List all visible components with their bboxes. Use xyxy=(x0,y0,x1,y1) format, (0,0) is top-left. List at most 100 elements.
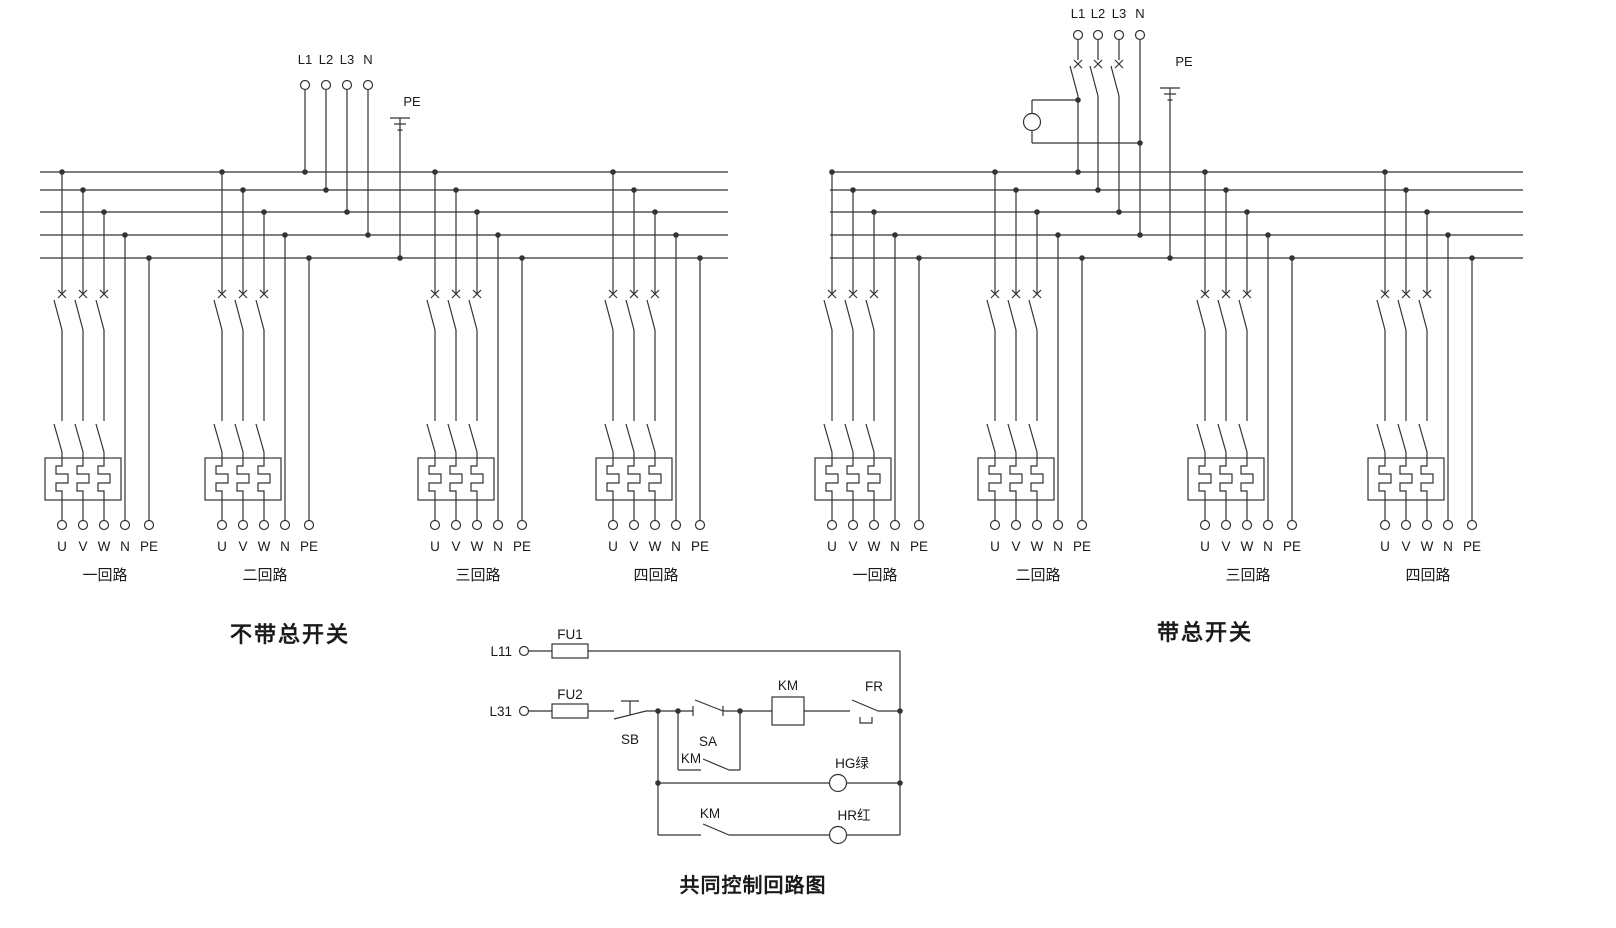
l11-label: L11 xyxy=(490,644,512,659)
feed-terminal-l1 xyxy=(299,79,311,91)
terminal-label: W xyxy=(868,539,881,554)
km-coil-label: KM xyxy=(778,678,798,693)
terminal-label: PE xyxy=(1463,539,1481,554)
terminal-label: N xyxy=(280,539,290,554)
phase-label: L3 xyxy=(1112,6,1126,21)
control-caption: 共同控制回路图 xyxy=(680,873,827,897)
circuit-name: 四回路 xyxy=(1405,567,1450,584)
right-circuit-3 xyxy=(1187,168,1298,531)
phase-label: L2 xyxy=(319,52,333,67)
feed-terminal-l1 xyxy=(1072,29,1084,41)
terminal-label: N xyxy=(890,539,900,554)
feed-terminal-n xyxy=(1134,29,1146,41)
pe-label: PE xyxy=(1175,54,1193,69)
terminal-label: U xyxy=(608,539,618,554)
sa-label: SA xyxy=(699,734,717,749)
terminal-label: U xyxy=(217,539,227,554)
sb-pushbutton-icon xyxy=(613,700,647,720)
feed-wires xyxy=(304,89,410,258)
terminal-label: U xyxy=(1380,539,1390,554)
terminal-label: V xyxy=(238,539,247,554)
right-busbars xyxy=(830,171,1523,259)
control-circuit: L11 L31 FU1 FU2 SB SA KM KM FR HG绿 KM HR… xyxy=(489,627,903,845)
fuse-fu1-icon xyxy=(551,643,589,659)
pe-label: PE xyxy=(403,94,421,109)
fu2-label: FU2 xyxy=(557,687,583,702)
terminal-label: V xyxy=(451,539,460,554)
fr-label: FR xyxy=(865,679,883,694)
right-circuit-2 xyxy=(977,168,1088,531)
terminal-label: N xyxy=(120,539,130,554)
terminal-label: PE xyxy=(140,539,158,554)
terminal-label: PE xyxy=(1073,539,1091,554)
terminal-label: N xyxy=(671,539,681,554)
km-hold-label: KM xyxy=(681,751,701,766)
hg-lamp-label: HG绿 xyxy=(835,756,869,771)
terminal-label: W xyxy=(471,539,484,554)
hg-lamp-icon xyxy=(828,773,848,793)
terminal-label: V xyxy=(629,539,638,554)
phase-label: N xyxy=(1135,6,1144,21)
left-busbars xyxy=(40,171,728,259)
fuse-fu2-icon xyxy=(551,703,589,719)
terminal-label: U xyxy=(990,539,1000,554)
km-run-label: KM xyxy=(700,806,720,821)
phase-label: L3 xyxy=(340,52,354,67)
terminal-label: N xyxy=(493,539,503,554)
left-circuit-3 xyxy=(417,168,528,531)
terminal-label: U xyxy=(57,539,67,554)
right-panel-caption: 带总开关 xyxy=(1157,620,1253,645)
fu1-label: FU1 xyxy=(557,627,583,642)
feed-terminal-l3 xyxy=(341,79,353,91)
terminal-label: N xyxy=(1053,539,1063,554)
feed-terminal-l2 xyxy=(320,79,332,91)
terminal-label: PE xyxy=(300,539,318,554)
left-circuit-4 xyxy=(595,168,706,531)
feed-terminal-l2 xyxy=(1092,29,1104,41)
terminal-label: U xyxy=(1200,539,1210,554)
left-circuit-1 xyxy=(44,168,155,531)
circuit-name: 三回路 xyxy=(455,567,500,584)
feed-terminal-n xyxy=(362,79,374,91)
terminal-label: W xyxy=(1421,539,1434,554)
left-terminal-labels: U V W N PE U V W N PE U V W N PE U V W N… xyxy=(57,539,709,584)
terminal-label: N xyxy=(1263,539,1273,554)
terminal-label: W xyxy=(1031,539,1044,554)
right-circuit-1 xyxy=(814,168,925,531)
right-terminal-labels: U V W N PE U V W N PE U V W N PE U V W N… xyxy=(827,539,1481,584)
circuit-name: 一回路 xyxy=(82,567,127,584)
hr-lamp-label: HR红 xyxy=(838,808,871,823)
terminal-label: U xyxy=(827,539,837,554)
feed-terminal-l3 xyxy=(1113,29,1125,41)
hr-lamp-icon xyxy=(828,825,848,845)
terminal-label: U xyxy=(430,539,440,554)
feed-wires xyxy=(1025,39,1180,258)
km-run-contact-icon xyxy=(702,823,730,836)
terminal-label: V xyxy=(78,539,87,554)
circuit-name: 二回路 xyxy=(242,567,287,584)
circuit-name: 一回路 xyxy=(852,567,897,584)
pilot-lamp-icon xyxy=(1022,112,1042,132)
terminal-label: PE xyxy=(1283,539,1301,554)
terminal-label: PE xyxy=(910,539,928,554)
l31-label: L31 xyxy=(489,704,512,719)
phase-label: N xyxy=(363,52,372,67)
circuit-name: 四回路 xyxy=(633,567,678,584)
terminal-label: PE xyxy=(513,539,531,554)
left-incoming-feed: L1 L2 L3 N PE xyxy=(298,52,421,261)
terminal-label: W xyxy=(258,539,271,554)
fr-contact-icon xyxy=(851,699,879,724)
right-circuit-4 xyxy=(1367,168,1478,531)
sa-switch-icon xyxy=(692,699,724,716)
l31-terminal xyxy=(518,705,530,717)
terminal-label: W xyxy=(98,539,111,554)
terminal-label: PE xyxy=(691,539,709,554)
l11-terminal xyxy=(518,645,530,657)
terminal-label: N xyxy=(1443,539,1453,554)
circuit-name: 三回路 xyxy=(1225,567,1270,584)
terminal-label: W xyxy=(1241,539,1254,554)
circuit-name: 二回路 xyxy=(1015,567,1060,584)
terminal-label: V xyxy=(1401,539,1410,554)
